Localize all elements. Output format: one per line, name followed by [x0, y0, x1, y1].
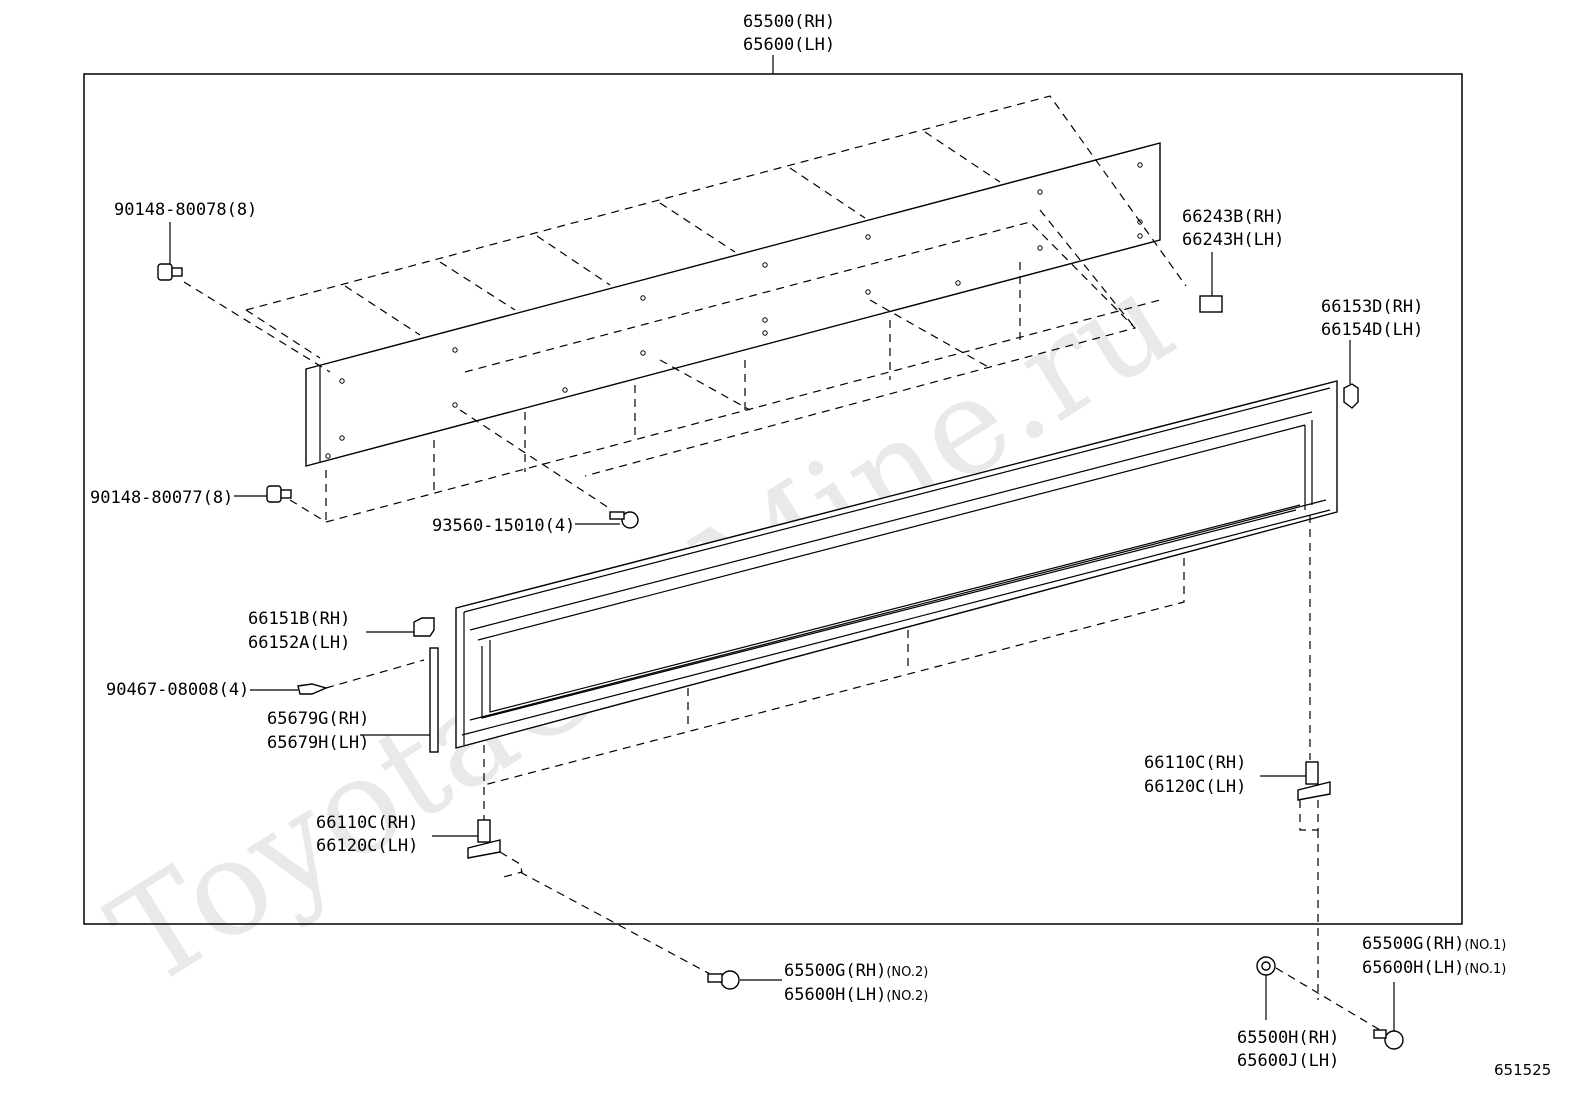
label-hook-l-rh: 66151B(RH) [248, 609, 350, 629]
label-clip-4: 90467-08008(4) [106, 680, 249, 700]
label-nut-lh: 65600J(LH) [1237, 1051, 1339, 1071]
label-hinge-r-lh: 66120C(LH) [1144, 777, 1246, 797]
wood-board [305, 142, 1161, 467]
strip-part [429, 647, 439, 753]
nut-bottom-right [1256, 956, 1276, 976]
bolt-top-left [157, 263, 183, 281]
board-dashed-outline [183, 95, 1187, 523]
clip-part [297, 683, 329, 695]
label-hinge-r-rh: 66110C(RH) [1144, 753, 1246, 773]
label-hook-r-rh: 66153D(RH) [1321, 297, 1423, 317]
tailgate-panel [455, 380, 1338, 820]
label-bolt-no1-rh: 65500G(RH)(NO.1) [1362, 934, 1506, 954]
hook-left [413, 617, 435, 637]
label-bolt-no1-lh: 65600H(LH)(NO.1) [1362, 958, 1506, 978]
hook-right [1343, 383, 1359, 409]
label-strip-rh: 65679G(RH) [267, 709, 369, 729]
label-bolt-no2-lh: 65600H(LH)(NO.2) [784, 985, 928, 1005]
label-bolt-no2-rh: 65500G(RH)(NO.2) [784, 961, 928, 981]
label-hook-l-lh: 66152A(LH) [248, 633, 350, 653]
hinge-right [1297, 761, 1331, 801]
plate-part [1199, 295, 1223, 313]
label-bolt-8-b: 90148-80077(8) [90, 488, 233, 508]
bolt-bottom-right [1373, 1029, 1404, 1050]
label-hook-r-lh: 66154D(LH) [1321, 320, 1423, 340]
label-hinge-l-lh: 66120C(LH) [316, 836, 418, 856]
label-plate-rh: 66243B(RH) [1182, 207, 1284, 227]
label-top-2: 65600(LH) [743, 35, 835, 55]
bolt-mid-left [266, 485, 292, 503]
diagram-id: 651525 [1494, 1061, 1551, 1079]
label-strip-lh: 65679H(LH) [267, 733, 369, 753]
label-hinge-l-rh: 66110C(RH) [316, 813, 418, 833]
label-screw-4: 93560-15010(4) [432, 516, 575, 536]
label-nut-rh: 65500H(RH) [1237, 1028, 1339, 1048]
bolt-bottom-center [707, 970, 740, 990]
label-plate-lh: 66243H(LH) [1182, 230, 1284, 250]
label-bolt-8-a: 90148-80078(8) [114, 200, 257, 220]
label-top-1: 65500(RH) [743, 12, 835, 32]
screw-center [609, 511, 639, 529]
